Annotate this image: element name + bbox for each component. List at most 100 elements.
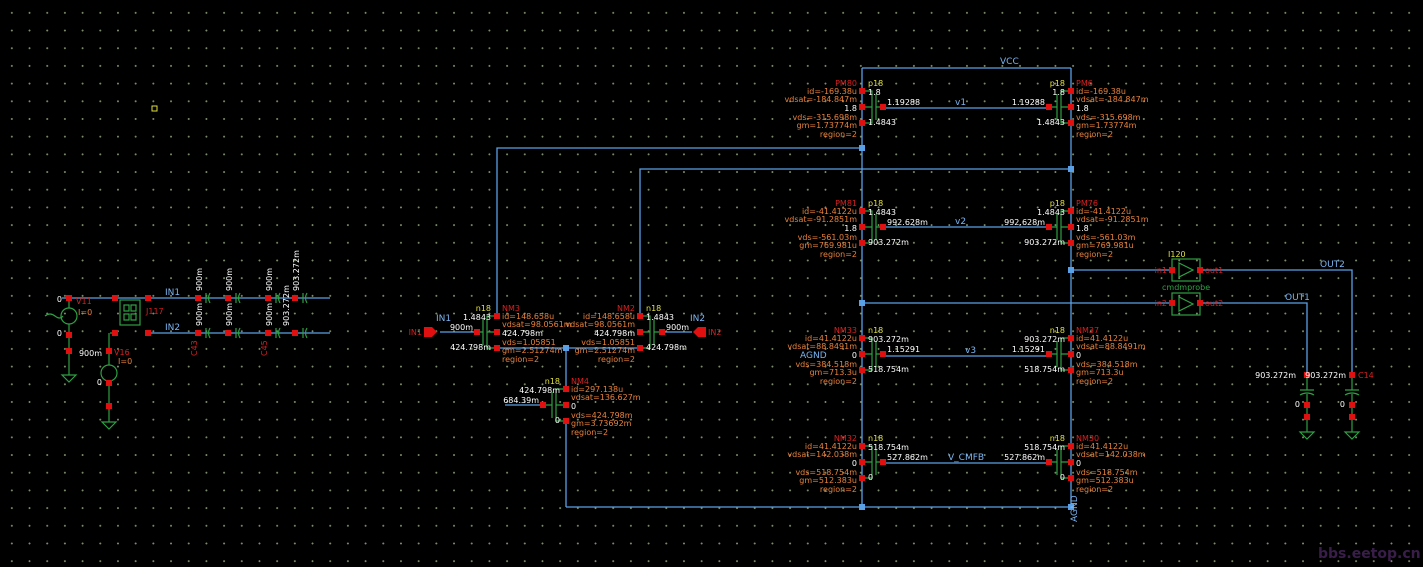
node-voltage-body: 1.8: [1076, 224, 1089, 233]
transistor-pm80[interactable]: PM80id=-169.38uvdsat=-184.847mvds=-315.6…: [785, 79, 921, 139]
op-param: gm=2.51274m: [502, 346, 563, 355]
node-voltage-gate: 900m: [666, 323, 689, 332]
terminal-pin[interactable]: [859, 120, 865, 126]
transistor-nm33[interactable]: NM33id=41.4122uvdsat=88.8491mvds=384.518…: [787, 326, 920, 386]
terminal-pin[interactable]: [880, 104, 886, 110]
terminal-pin[interactable]: [1068, 224, 1074, 230]
terminal-pin[interactable]: [859, 335, 865, 341]
terminal-pin[interactable]: [494, 345, 500, 351]
terminal-pin[interactable]: [563, 386, 569, 392]
terminal-pin[interactable]: [474, 329, 480, 335]
terminal-pin[interactable]: [494, 329, 500, 335]
capacitor-symbol: [302, 327, 308, 339]
terminal-pin[interactable]: [1068, 335, 1074, 341]
v16-current: I=0: [118, 357, 132, 366]
terminal-pin[interactable]: [1068, 367, 1074, 373]
transistor-nm3[interactable]: NM3id=148.658uvdsat=98.0561mvds=1.05851g…: [450, 304, 572, 364]
terminal-pin[interactable]: [563, 402, 569, 408]
balun-j117[interactable]: J117: [112, 295, 164, 336]
terminal-pin[interactable]: [265, 295, 271, 301]
terminal-pin[interactable]: [659, 329, 665, 335]
transistors[interactable]: PM80id=-169.38uvdsat=-184.847mvds=-315.6…: [450, 79, 1149, 494]
terminal-pin[interactable]: [540, 402, 546, 408]
terminal-pin[interactable]: [1068, 88, 1074, 94]
terminal-pin[interactable]: [1068, 120, 1074, 126]
terminal-pin[interactable]: [563, 418, 569, 424]
terminal-pin[interactable]: [859, 88, 865, 94]
op-param: vdsat=88.8491m: [1076, 342, 1146, 351]
load-capacitor-1[interactable]: 903.272m 0: [1255, 371, 1316, 440]
terminal-pin[interactable]: [1046, 459, 1052, 465]
transistor-nm37[interactable]: NM37id=41.4122uvdsat=88.8491mvds=384.518…: [1012, 326, 1146, 386]
terminal-pin[interactable]: [859, 459, 865, 465]
terminal-pin[interactable]: [859, 443, 865, 449]
instance-name: NM3: [502, 304, 520, 313]
terminal-pin[interactable]: [265, 330, 271, 336]
probe-i120[interactable]: I120 cmdmprobe in1 out1 in2 out2: [1155, 250, 1224, 316]
input-pin-in1[interactable]: IN1: [409, 327, 437, 337]
terminal-pin[interactable]: [1068, 240, 1074, 246]
terminal-pin[interactable]: [637, 313, 643, 319]
terminal-pin[interactable]: [1046, 104, 1052, 110]
probe-name: I120: [1168, 250, 1186, 259]
model-name: n18: [1050, 326, 1065, 335]
terminal-pin[interactable]: [225, 295, 231, 301]
transistor-pm6[interactable]: PM6id=-169.38uvdsat=-184.847mvds=-315.69…: [1012, 79, 1149, 139]
terminal-pin[interactable]: [859, 475, 865, 481]
op-param: vds=518.754m: [795, 468, 857, 477]
op-param: region=2: [571, 428, 608, 437]
terminal-pin[interactable]: [1068, 459, 1074, 465]
input-pin-in2[interactable]: IN2: [693, 327, 721, 337]
terminal-pin[interactable]: [292, 330, 298, 336]
terminal-pin[interactable]: [1046, 224, 1052, 230]
terminal-pin[interactable]: [195, 295, 201, 301]
op-param: vds=-561.03m: [798, 233, 858, 242]
voltage-source-v11[interactable]: V11 I=0 0 0: [44, 295, 92, 383]
terminal-pin[interactable]: [859, 104, 865, 110]
load-capacitor-c14[interactable]: 903.272m C14 0: [1305, 371, 1374, 440]
transistor-pm81[interactable]: PM81id=-41.4122uvdsat=-91.2851mvds=-561.…: [785, 199, 929, 259]
voltage-source-v16[interactable]: V16 I=0 900m 0: [79, 332, 132, 430]
op-param: gm=1.73774m: [1076, 121, 1137, 130]
terminal-pin[interactable]: [859, 240, 865, 246]
terminal-pin[interactable]: [859, 367, 865, 373]
terminal-pin[interactable]: [637, 345, 643, 351]
instance-name: NM32: [834, 434, 857, 443]
op-param: gm=1.73774m: [797, 121, 858, 130]
wires[interactable]: [62, 67, 1353, 508]
op-param: vds=1.05851: [502, 338, 556, 347]
terminal-pin[interactable]: [1068, 443, 1074, 449]
v11-bottom-value: 0: [57, 329, 62, 338]
terminal-pin[interactable]: [1068, 475, 1074, 481]
transistor-symbol: [862, 337, 883, 371]
op-param: id=-169.38u: [807, 87, 857, 96]
terminal-pin[interactable]: [859, 224, 865, 230]
terminal-pin[interactable]: [195, 330, 201, 336]
node-voltage-bottom: 0: [1060, 473, 1065, 482]
terminal-pin[interactable]: [637, 329, 643, 335]
terminal-pin[interactable]: [1068, 351, 1074, 357]
terminal-pin[interactable]: [225, 330, 231, 336]
terminal-pin[interactable]: [880, 351, 886, 357]
terminal-pin[interactable]: [859, 208, 865, 214]
transistor-pm76[interactable]: PM76id=-41.4122uvdsat=-91.2851mvds=-561.…: [1004, 199, 1149, 259]
transistor-nm4[interactable]: NM4id=297.138uvdsat=136.627mvds=424.798m…: [503, 377, 641, 437]
terminal-pin[interactable]: [1068, 104, 1074, 110]
node-voltage-body: 1.8: [844, 224, 857, 233]
transistor-nm2[interactable]: NM2id=148.658uvdsat=98.0561mvds=1.05851g…: [565, 304, 689, 364]
terminal-pin[interactable]: [494, 313, 500, 319]
transistor-nm30[interactable]: NM30id=41.4122uvdsat=142.038mvds=518.754…: [1004, 434, 1146, 494]
transistor-nm32[interactable]: NM32id=41.4122uvdsat=142.038mvds=518.754…: [787, 434, 928, 494]
node-voltage-bottom: 1.4843: [1037, 118, 1065, 127]
terminal-pin[interactable]: [292, 295, 298, 301]
terminal-pin[interactable]: [1068, 208, 1074, 214]
terminal-pin[interactable]: [1046, 351, 1052, 357]
terminal-pin[interactable]: [880, 224, 886, 230]
v11-name: V11: [76, 297, 92, 306]
node-voltage-top: 1.4843: [463, 313, 491, 322]
terminal-pin[interactable]: [859, 351, 865, 357]
terminal-pin[interactable]: [880, 459, 886, 465]
